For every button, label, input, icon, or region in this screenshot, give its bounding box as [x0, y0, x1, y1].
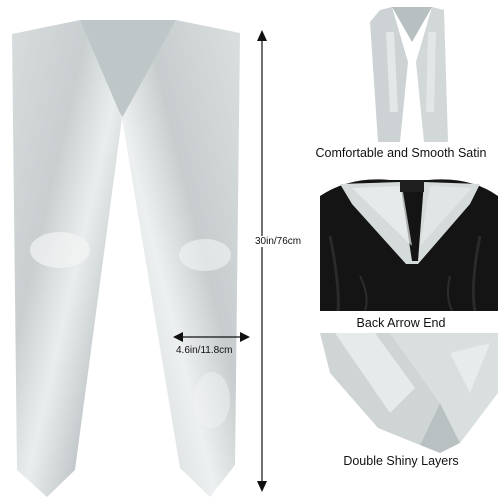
back-arrow-end-photo: [320, 166, 498, 311]
satin-detail-photo: [320, 2, 498, 142]
caption-back-arrow-end: Back Arrow End: [356, 316, 446, 330]
arrow-head-top: [257, 30, 267, 41]
arrow-head-bottom: [257, 481, 267, 492]
stole-main-figure: [12, 20, 267, 497]
width-label: 4.6in/11.8cm: [176, 345, 233, 356]
caption-double-shiny-layers: Double Shiny Layers: [343, 454, 459, 468]
caption-comfortable-smooth-satin: Comfortable and Smooth Satin: [315, 146, 487, 160]
satin-sheen: [179, 239, 231, 271]
stole-neck-fold: [80, 20, 176, 118]
satin-sheen: [194, 372, 230, 428]
arrow-head-left: [173, 332, 183, 342]
arrow-head-right: [240, 332, 250, 342]
double-layer-detail-photo: [320, 333, 498, 453]
length-label: 30in/76cm: [255, 236, 302, 247]
satin-sheen: [30, 232, 90, 268]
